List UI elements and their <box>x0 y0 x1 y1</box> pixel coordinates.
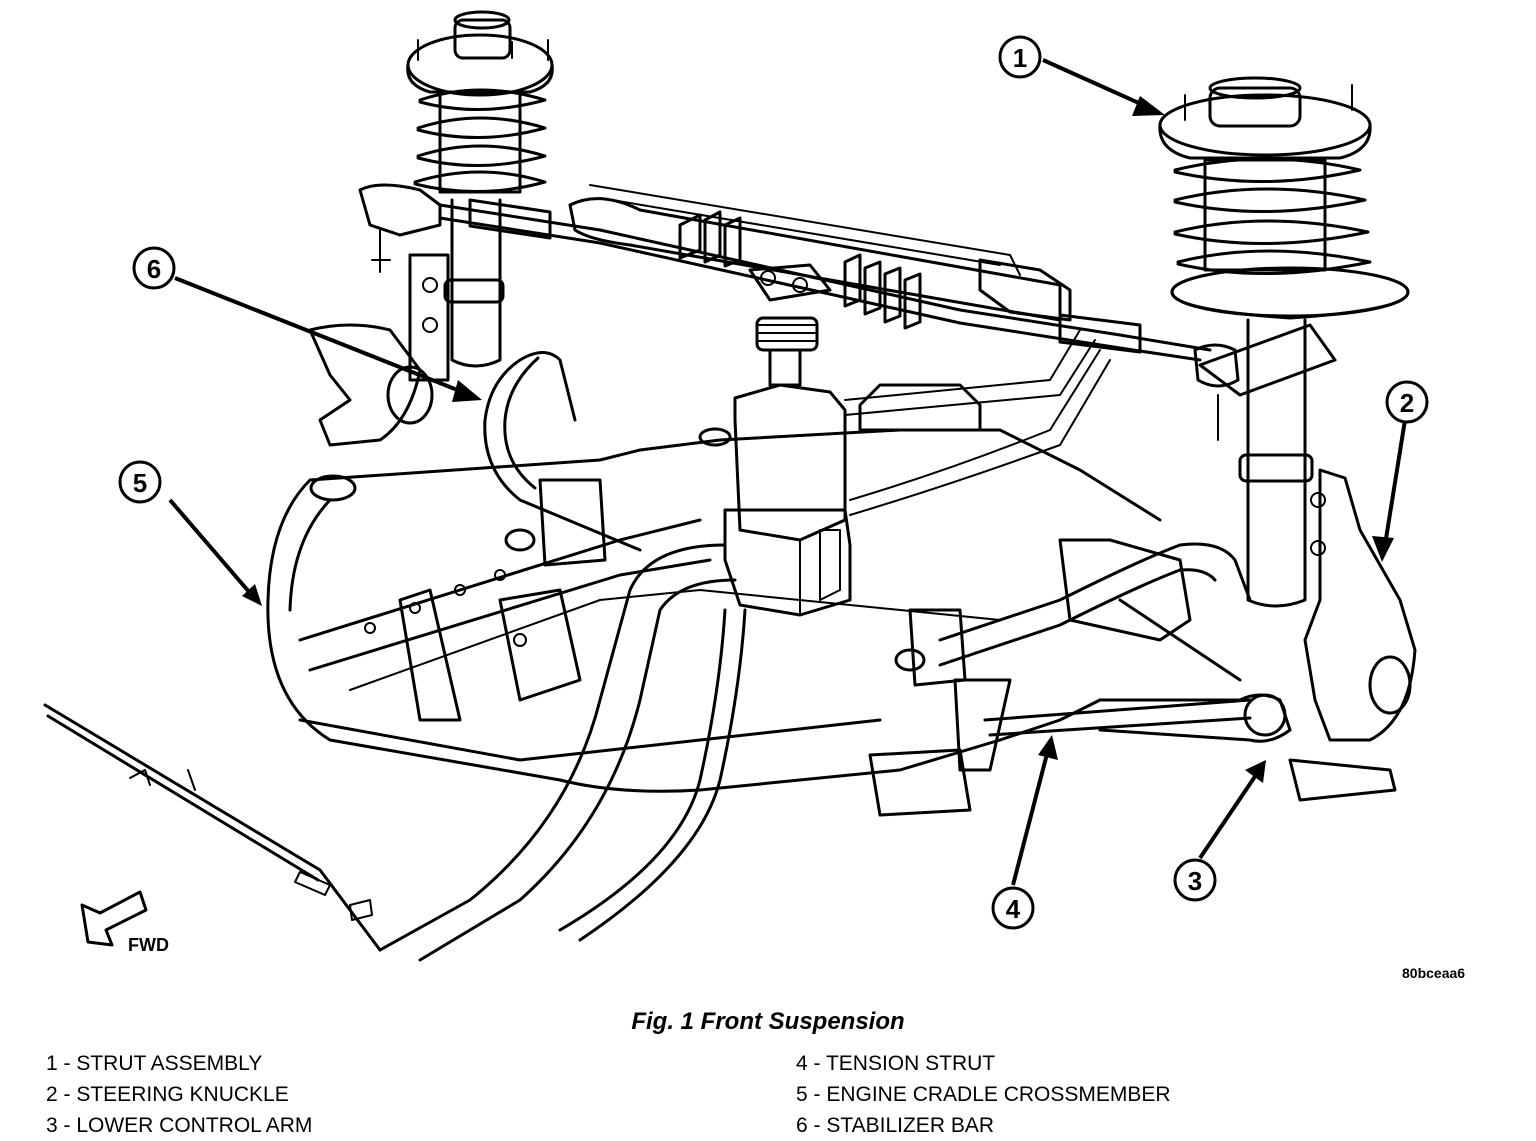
callout-2: 2 <box>1385 380 1429 424</box>
legend-item: 3 - LOWER CONTROL ARM <box>46 1114 313 1137</box>
left-strut-assembly <box>308 10 554 447</box>
image-code: 80bceaa6 <box>1402 965 1466 981</box>
legend-right-column: 4 - TENSION STRUT 5 - ENGINE CRADLE CROS… <box>796 1048 1171 1141</box>
power-steering-reservoir <box>723 316 852 617</box>
stabilizer-bar <box>483 351 1252 687</box>
legend-item: 6 - STABILIZER BAR <box>796 1114 994 1137</box>
legend-item: 5 - ENGINE CRADLE CROSSMEMBER <box>796 1083 1171 1106</box>
steering-rack <box>438 184 1212 362</box>
callout-1: 1 <box>998 35 1042 79</box>
svg-text:1: 1 <box>1013 43 1027 73</box>
svg-text:2: 2 <box>1400 388 1414 418</box>
tension-strut <box>868 678 1252 817</box>
lower-control-arm <box>1098 598 1397 802</box>
legend-left-column: 1 - STRUT ASSEMBLY 2 - STEERING KNUCKLE … <box>46 1048 312 1141</box>
callout-6: 6 <box>132 246 176 290</box>
front-suspension-drawing: 1 2 3 4 5 6 <box>43 10 1429 962</box>
callout-4: 4 <box>991 886 1035 930</box>
svg-text:6: 6 <box>147 254 161 284</box>
fwd-label: FWD <box>128 935 169 955</box>
engine-cradle-crossmember <box>266 383 1192 793</box>
legend-item: 4 - TENSION STRUT <box>796 1052 996 1075</box>
callout-3: 3 <box>1173 858 1217 902</box>
right-strut-assembly <box>1158 76 1417 742</box>
forward-arrow-icon <box>80 890 148 947</box>
callout-5: 5 <box>118 460 162 504</box>
legend-item: 2 - STEERING KNUCKLE <box>46 1083 289 1106</box>
figure-caption: Fig. 1 Front Suspension <box>631 1008 905 1035</box>
callout-leaders <box>168 58 1407 886</box>
svg-text:3: 3 <box>1188 866 1202 896</box>
brake-lines <box>378 329 1111 962</box>
legend-item: 1 - STRUT ASSEMBLY <box>46 1052 263 1075</box>
svg-text:4: 4 <box>1006 894 1021 924</box>
lower-rod <box>43 703 382 952</box>
svg-text:5: 5 <box>133 468 147 498</box>
